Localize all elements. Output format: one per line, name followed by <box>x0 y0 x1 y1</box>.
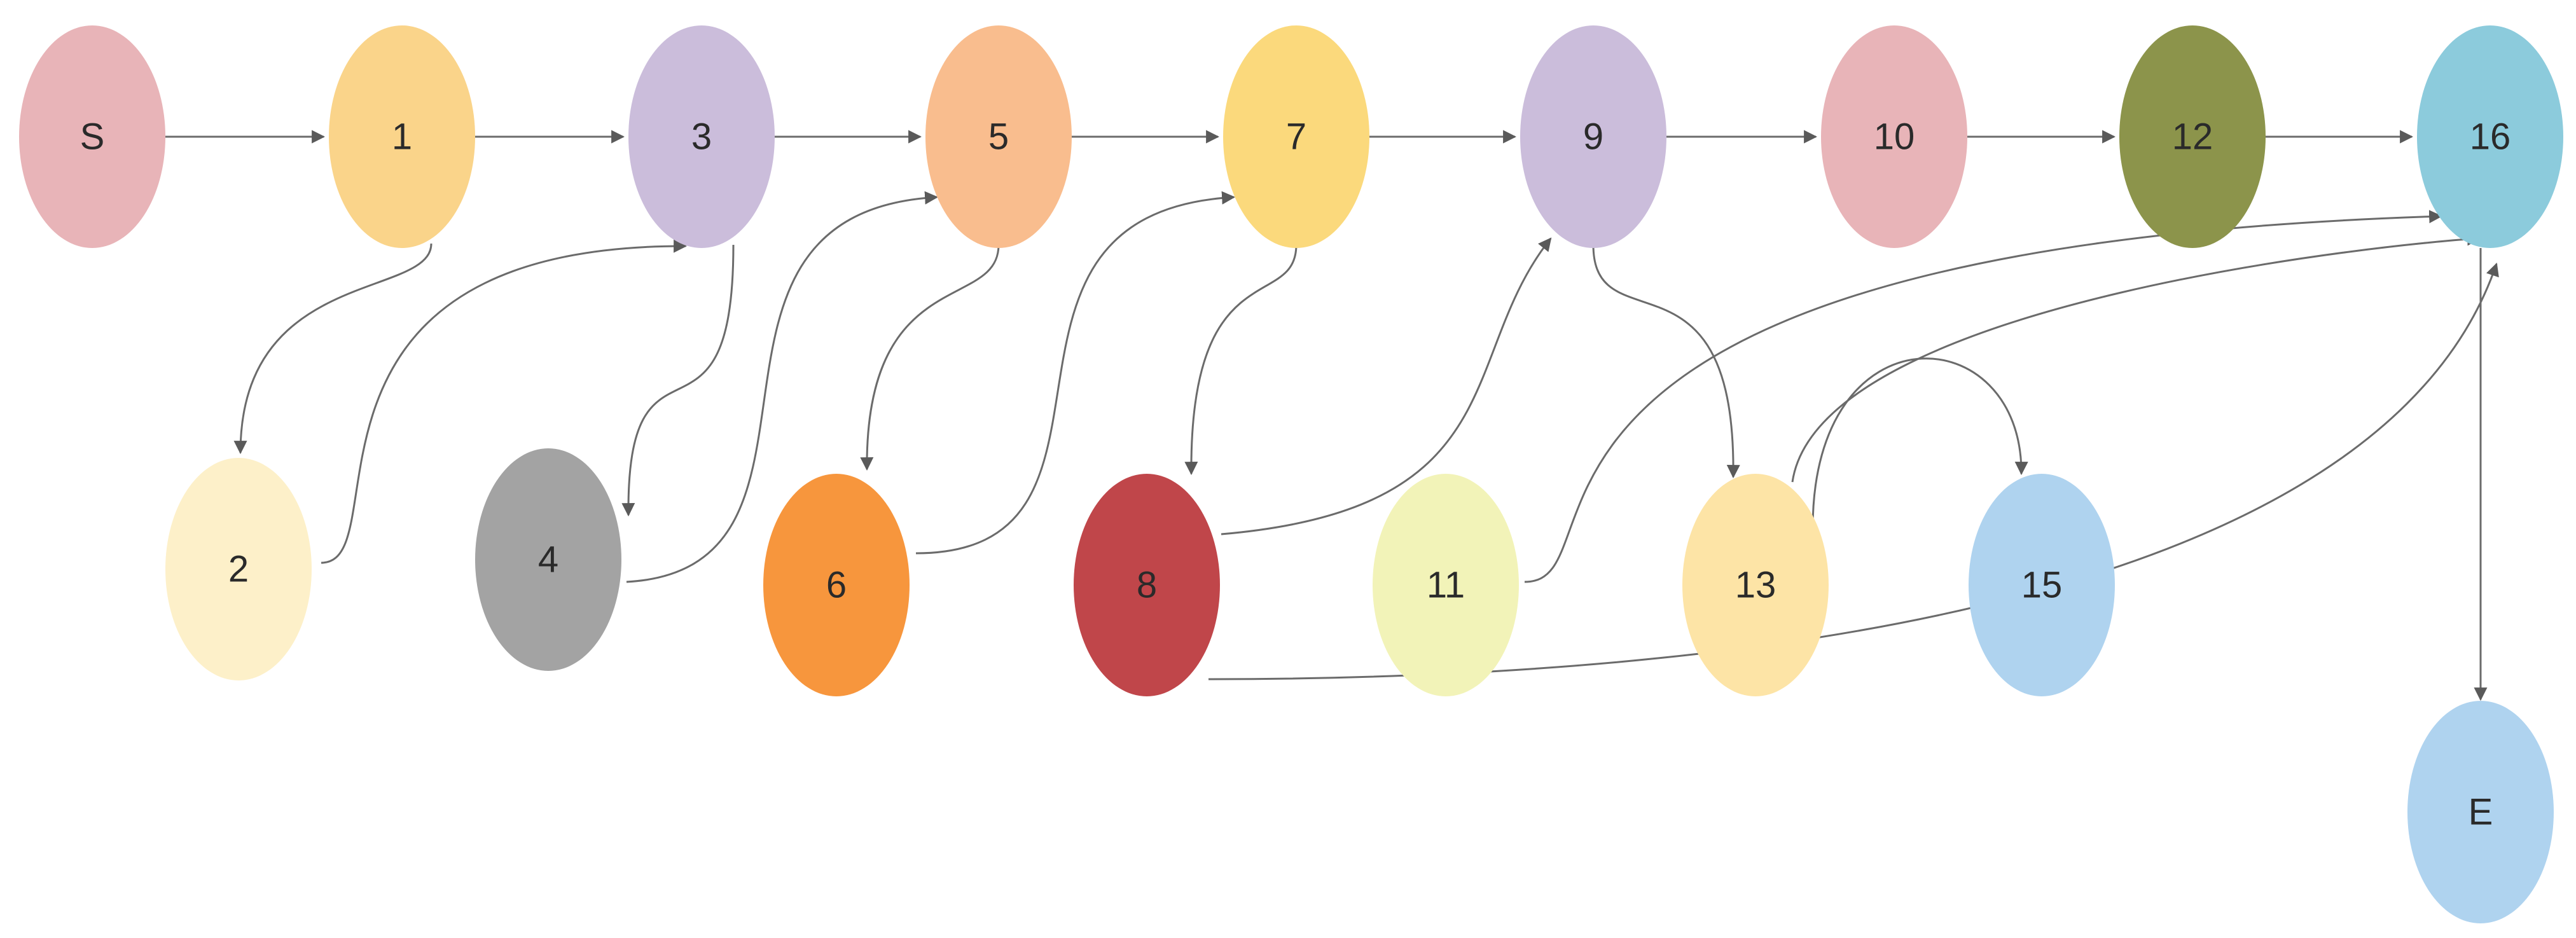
node-9: 9 <box>1520 25 1666 248</box>
node-6: 6 <box>763 474 910 696</box>
node-15: 15 <box>1969 474 2115 696</box>
node-9-label: 9 <box>1583 116 1603 158</box>
edge-9-to-13 <box>1592 244 1740 479</box>
node-11-shape <box>1373 474 1519 696</box>
node-2: 2 <box>165 458 312 680</box>
node-5-label: 5 <box>988 116 1009 158</box>
node-11-label: 11 <box>1427 565 1465 606</box>
node-15-shape <box>1969 474 2115 696</box>
edge-13-to-16 <box>1791 232 2481 483</box>
node-4-label: 4 <box>538 539 558 581</box>
node-16: 16 <box>2417 25 2563 248</box>
node-15-label: 15 <box>2021 565 2063 606</box>
edge-13-to-15 <box>1811 357 2028 528</box>
node-8-shape <box>1074 474 1220 696</box>
edge-1-to-2 <box>233 243 433 455</box>
edge-4-to-5 <box>626 191 939 583</box>
node-2-shape <box>165 458 312 680</box>
node-7: 7 <box>1223 25 1369 248</box>
node-1-label: 1 <box>392 116 412 158</box>
node-16-shape <box>2417 25 2563 248</box>
node-13-label: 13 <box>1735 565 1776 606</box>
node-S: S <box>19 25 165 248</box>
node-E-shape <box>2407 701 2554 923</box>
node-10-shape <box>1821 25 1967 248</box>
node-12-shape <box>2119 25 2266 248</box>
node-13: 13 <box>1682 474 1829 696</box>
node-12: 12 <box>2119 25 2266 248</box>
node-12-label: 12 <box>2172 116 2213 158</box>
node-7-shape <box>1223 25 1369 248</box>
node-11: 11 <box>1373 474 1519 696</box>
node-4: 4 <box>475 448 621 671</box>
edge-3-to-4 <box>621 244 735 517</box>
node-3-shape <box>628 25 775 248</box>
node-E-label: E <box>2469 792 2493 833</box>
node-2-label: 2 <box>228 549 249 590</box>
node-5-shape <box>925 25 1072 248</box>
node-10: 10 <box>1821 25 1967 248</box>
node-S-shape <box>19 25 165 248</box>
node-1: 1 <box>329 25 475 248</box>
node-8-label: 8 <box>1137 565 1157 606</box>
edge-2-to-3 <box>321 239 688 564</box>
node-6-shape <box>763 474 910 696</box>
node-16-label: 16 <box>2470 116 2511 158</box>
node-4-shape <box>475 448 621 671</box>
node-6-label: 6 <box>826 565 847 606</box>
node-13-shape <box>1682 474 1829 696</box>
node-10-label: 10 <box>1874 116 1915 158</box>
node-9-shape <box>1520 25 1666 248</box>
edge-5-to-6 <box>860 244 1000 471</box>
node-7-label: 7 <box>1286 116 1306 158</box>
node-S-label: S <box>80 116 105 158</box>
edge-6-to-7 <box>915 191 1236 555</box>
node-3-label: 3 <box>691 116 712 158</box>
edge-8-to-9 <box>1221 237 1552 535</box>
edge-7-to-8 <box>1184 244 1298 476</box>
node-3: 3 <box>628 25 775 248</box>
node-E: E <box>2407 701 2554 923</box>
node-5: 5 <box>925 25 1072 248</box>
edge-11-to-16 <box>1524 210 2443 583</box>
node-1-shape <box>329 25 475 248</box>
node-8: 8 <box>1074 474 1220 696</box>
